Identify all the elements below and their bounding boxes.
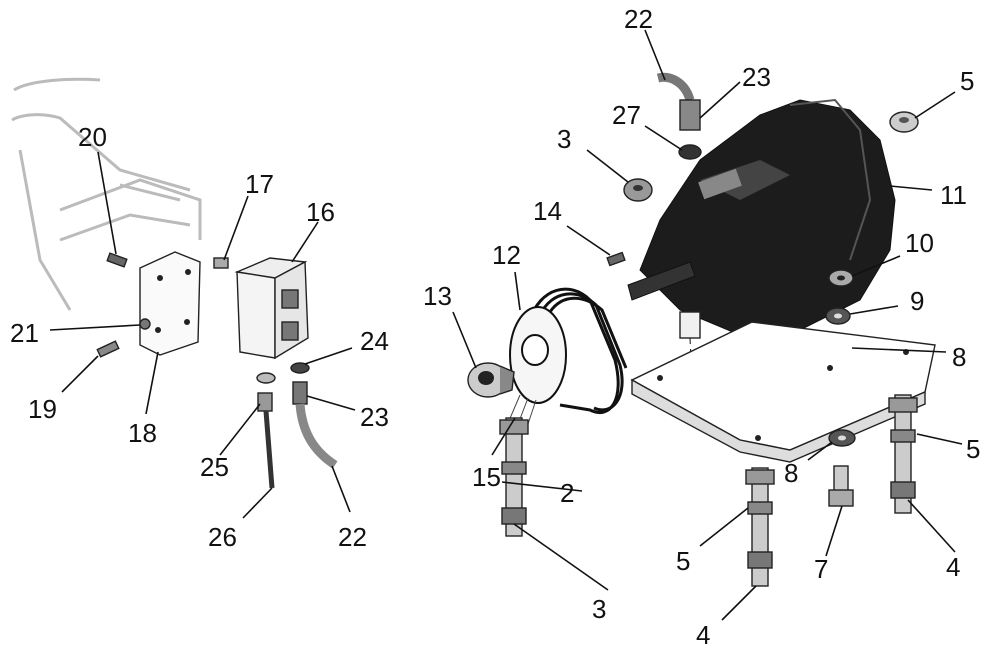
callout-2: 2	[560, 478, 574, 508]
callout-13: 13	[423, 281, 452, 311]
bolt-middle	[745, 467, 775, 587]
screw-19	[96, 340, 120, 358]
callout-5-topright: 5	[960, 66, 974, 96]
base-plate	[630, 321, 936, 463]
callout-14: 14	[533, 196, 562, 226]
bolt-left	[499, 417, 529, 537]
callout-8-right: 8	[952, 342, 966, 372]
bolt-7	[828, 465, 854, 507]
key-14	[606, 251, 626, 267]
callout-labels: 20 17 16 21 19 18 24 23 25 26 22 22 23 2…	[10, 4, 980, 650]
callout-5-bottom: 5	[676, 546, 690, 576]
screw-20	[106, 252, 128, 268]
callout-8-mid: 8	[784, 458, 798, 488]
callout-22-box: 22	[338, 522, 367, 552]
callout-4-right: 4	[946, 552, 960, 582]
callout-26: 26	[208, 522, 237, 552]
callout-10: 10	[905, 228, 934, 258]
callout-5-right: 5	[966, 434, 980, 464]
callout-7: 7	[814, 554, 828, 584]
callout-25: 25	[200, 452, 229, 482]
bolt-right	[888, 394, 918, 514]
callout-23-box: 23	[360, 402, 389, 432]
screw-17	[213, 257, 229, 269]
callout-11: 11	[940, 180, 967, 210]
nut-5-top	[889, 111, 919, 133]
callout-17: 17	[245, 169, 274, 199]
callout-22-top: 22	[624, 4, 653, 34]
callout-21: 21	[10, 318, 39, 348]
cable-fittings-left	[256, 362, 338, 489]
pulley-and-belt	[504, 287, 628, 434]
callout-23-top: 23	[742, 62, 771, 92]
mounting-plate	[139, 251, 201, 356]
callout-12: 12	[492, 240, 521, 270]
washer-8-mid	[828, 429, 856, 447]
callout-19: 19	[28, 394, 57, 424]
nut-3-top	[623, 178, 653, 202]
callout-24: 24	[360, 326, 389, 356]
bushing	[467, 362, 515, 398]
callout-4-bottom: 4	[696, 620, 710, 650]
callout-15: 15	[472, 462, 501, 492]
callout-27: 27	[612, 100, 641, 130]
screw-21	[139, 318, 151, 330]
callout-3-bottom: 3	[592, 594, 606, 624]
callout-3-top: 3	[557, 124, 571, 154]
leader-lines	[49, 29, 963, 621]
callout-20: 20	[78, 122, 107, 152]
cable-fittings-top	[656, 72, 702, 160]
callout-18: 18	[128, 418, 157, 448]
callout-16: 16	[306, 197, 335, 227]
callout-9: 9	[910, 286, 924, 316]
machine-frame	[11, 77, 202, 311]
switch-box	[234, 257, 309, 360]
